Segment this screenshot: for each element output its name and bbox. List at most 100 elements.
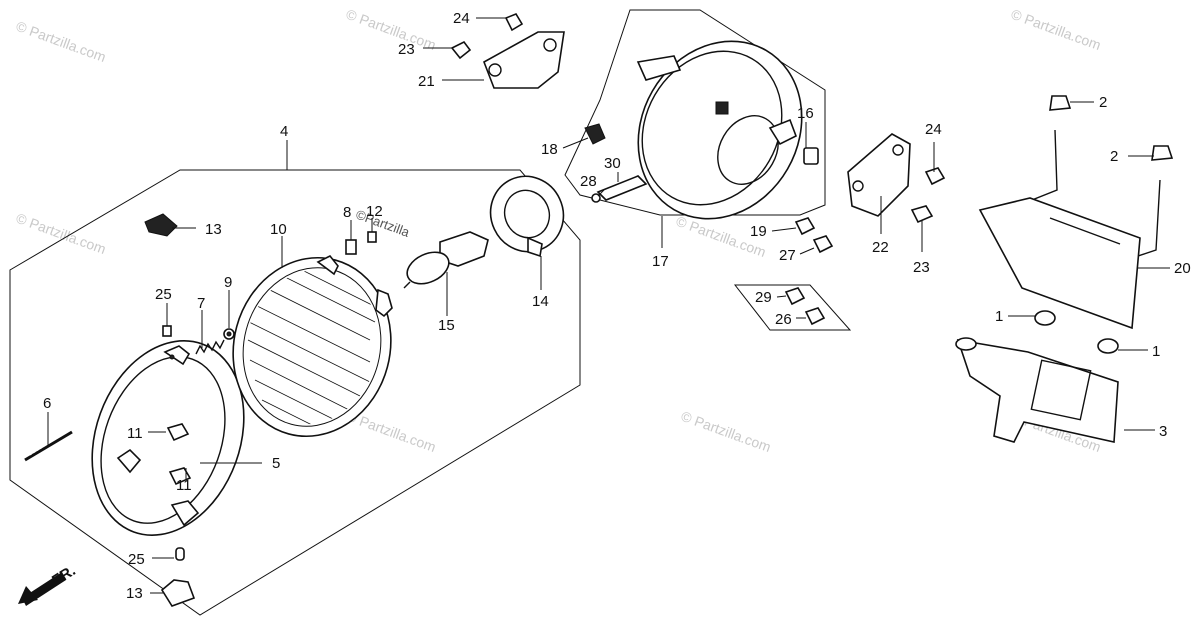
clip-upper [166, 423, 190, 442]
headlight-rim [91, 340, 245, 536]
callout-29: 29 [755, 289, 772, 306]
callout-2b: 2 [1110, 148, 1118, 165]
callout-19: 19 [750, 223, 767, 240]
watermark: © Partzilla.com [14, 210, 108, 257]
callout-10: 10 [270, 221, 287, 238]
holder-30 [596, 175, 648, 201]
grommet-2-right [1151, 145, 1174, 161]
headlight-case [636, 40, 803, 220]
callout-4: 4 [280, 123, 288, 140]
grommet-1-right [1097, 338, 1119, 354]
callout-1a: 1 [995, 308, 1003, 325]
bolt-23-top [450, 40, 472, 60]
callout-9: 9 [224, 274, 232, 291]
callout-28: 28 [580, 173, 597, 190]
callout-13a: 13 [205, 221, 222, 238]
bolt-24-top [504, 13, 524, 32]
dust-cover [489, 175, 565, 258]
rim-hole [169, 354, 175, 360]
callout-7: 7 [197, 295, 205, 312]
callout-18: 18 [541, 141, 558, 158]
watermark: © Partzilla.com [344, 6, 438, 53]
bolt-23-right [910, 205, 934, 224]
callout-5: 5 [272, 455, 280, 472]
cover-inner [503, 189, 551, 239]
callouts: 4 5 6 7 9 25 11 11 25 13 13 10 8 12 15 1… [43, 10, 1191, 602]
callout-8: 8 [343, 204, 351, 221]
callout-13b: 13 [126, 585, 143, 602]
callout-1b: 1 [1152, 343, 1160, 360]
case-slot [715, 101, 729, 115]
grommet-18 [584, 123, 606, 145]
watermark: © Partzilla.com [679, 408, 773, 455]
grommet-1-left [1034, 310, 1056, 326]
stay-22 [847, 133, 911, 217]
watermark: © Partzilla.com [1009, 6, 1103, 53]
callout-25a: 25 [155, 286, 172, 303]
socket-back [375, 288, 393, 318]
plate-rubber [955, 337, 977, 351]
callout-3: 3 [1159, 423, 1167, 440]
callout-27: 27 [779, 247, 796, 264]
callout-2a: 2 [1099, 94, 1107, 111]
case-rim [641, 50, 783, 206]
meter-bracket-20 [978, 129, 1161, 330]
headlight-unit [232, 254, 393, 440]
case-mount [768, 118, 798, 146]
bulb [403, 231, 489, 289]
inline-watermark: ©Partzilla [354, 207, 412, 240]
case-hole [717, 115, 779, 185]
screw-bottom [175, 547, 185, 561]
watermark: © Partzilla.com [14, 18, 108, 65]
rim-tab-left [116, 448, 142, 474]
lens-tab [316, 254, 339, 276]
spring [195, 339, 225, 355]
clip-13-top [144, 213, 178, 237]
front-direction-arrow: FR. [18, 562, 79, 606]
callout-22: 22 [872, 239, 889, 256]
bolt-24-right [924, 167, 946, 186]
callout-14: 14 [532, 293, 549, 310]
bracket-21 [483, 31, 565, 89]
callout-12: 12 [366, 203, 383, 220]
clip-13-bottom [160, 579, 196, 607]
leader-lines [47, 17, 1170, 594]
grommet-2-left [1049, 95, 1072, 111]
bolt-26 [804, 307, 826, 326]
bulb-glass [406, 251, 450, 285]
rim-tab-top [163, 345, 191, 366]
clip-lower [168, 467, 192, 486]
bolt-group-outline [733, 284, 852, 331]
callout-25b: 25 [128, 551, 145, 568]
rim-tab-bottom [170, 500, 200, 527]
cover-outer [489, 175, 565, 253]
callout-17: 17 [652, 253, 669, 270]
callout-24b: 24 [925, 121, 942, 138]
rim-inner [100, 356, 226, 524]
adjust-screw [24, 429, 73, 462]
callout-23a: 23 [398, 41, 415, 58]
frame-plate [978, 197, 1141, 330]
plate-3 [955, 337, 1119, 443]
callout-11b: 11 [176, 477, 192, 494]
collar-16 [803, 147, 819, 165]
screw-top [162, 325, 172, 337]
callout-26: 26 [775, 311, 792, 328]
connector-8 [345, 239, 357, 255]
nut-29 [784, 287, 806, 306]
callout-15: 15 [438, 317, 455, 334]
callout-23b: 23 [913, 259, 930, 276]
callout-24a: 24 [453, 10, 470, 27]
cover-tab [527, 236, 543, 258]
callout-11a: 11 [127, 425, 143, 442]
bolt-27 [812, 235, 834, 254]
nut-hole [226, 331, 232, 337]
nut-19 [794, 217, 816, 236]
case-bracket [636, 55, 682, 81]
callout-20: 20 [1174, 260, 1191, 277]
callout-30: 30 [604, 155, 621, 172]
callout-16: 16 [797, 105, 814, 122]
callout-21: 21 [418, 73, 435, 90]
